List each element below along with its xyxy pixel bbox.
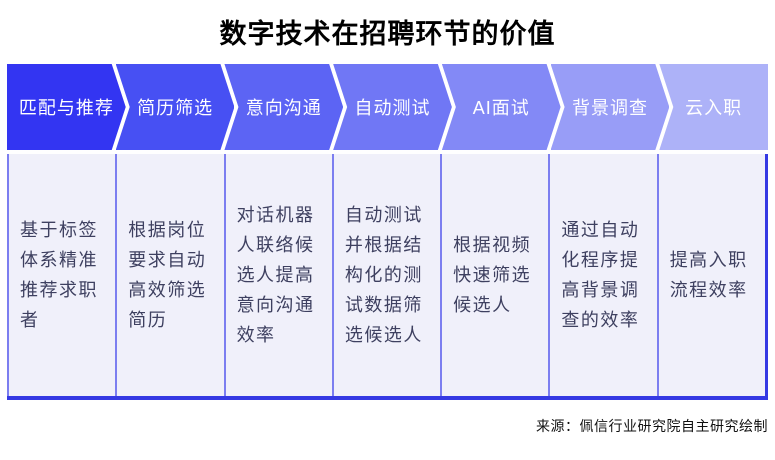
- stage-header: 意向沟通: [224, 64, 333, 150]
- page-title: 数字技术在招聘环节的价值: [219, 19, 556, 49]
- stage-description-text: 根据视频 快速筛选 候选人: [453, 235, 532, 315]
- stage-description-text: 通过自动 化程序提 高背景调 查的效率: [561, 220, 640, 330]
- stage-description-cell: 基于标签 体系精准 推荐求职 者: [7, 154, 118, 396]
- chevron-arrow-shape: 自动测试: [333, 64, 452, 150]
- stage-description-text: 基于标签 体系精准 推荐求职 者: [20, 220, 98, 330]
- stage-description-row: 基于标签 体系精准 推荐求职 者 根据岗位 要求自动 高效筛选 简历 对话机器 …: [7, 154, 768, 400]
- stage-description-text: 提高入职 流程效率: [669, 250, 748, 300]
- stage-header-label: 云入职: [685, 98, 743, 118]
- stage-description-cell: 提高入职 流程效率: [658, 154, 768, 396]
- stage-description-text: 对话机器 人联络候 选人提高 意向沟通 效率: [236, 205, 315, 345]
- stage-header: 简历筛选: [116, 64, 225, 150]
- chevron-arrow-shape: 背景调查: [551, 64, 670, 150]
- stage-header: 背景调查: [551, 64, 660, 150]
- stage-header: 云入职: [659, 64, 769, 150]
- stage-header-label: 自动测试: [354, 98, 431, 118]
- stage-description-cell: 自动测试 并根据结 构化的测 试数据筛 选候选人: [333, 154, 443, 396]
- chevron-arrow-shape: 意向沟通: [224, 64, 343, 150]
- stage-header-label: 意向沟通: [245, 98, 322, 118]
- stage-header: AI面试: [442, 64, 551, 150]
- chevron-arrow-shape: 简历筛选: [116, 64, 235, 150]
- stage-description-text: 根据岗位 要求自动 高效筛选 简历: [128, 220, 207, 330]
- chevron-arrow-shape: AI面试: [442, 64, 561, 150]
- page: 数字技术在招聘环节的价值 匹配与推荐 简历筛选 意向沟通 自动测试 AI面试 背…: [0, 12, 775, 436]
- chevron-arrow-shape: 匹配与推荐: [7, 64, 126, 150]
- stage-header: 匹配与推荐: [7, 64, 116, 150]
- stage-header-label: 匹配与推荐: [18, 98, 114, 118]
- stage-header-label: AI面试: [472, 98, 530, 118]
- stage-header-label: 背景调查: [571, 98, 648, 118]
- stage-description-cell: 根据岗位 要求自动 高效筛选 简历: [117, 154, 226, 396]
- stage-description-cell: 根据视频 快速筛选 候选人: [442, 154, 551, 396]
- stage-description-text: 自动测试 并根据结 构化的测 试数据筛 选候选人: [344, 205, 423, 345]
- source-note: 来源：佩信行业研究院自主研究绘制: [536, 418, 768, 434]
- stage-header-row: 匹配与推荐 简历筛选 意向沟通 自动测试 AI面试 背景调查 云入职: [7, 64, 769, 150]
- stage-description-cell: 通过自动 化程序提 高背景调 查的效率: [550, 154, 659, 396]
- stage-header: 自动测试: [333, 64, 442, 150]
- chevron-arrow-shape: 云入职: [659, 64, 769, 150]
- stage-header-label: 简历筛选: [137, 98, 214, 118]
- stage-description-cell: 对话机器 人联络候 选人提高 意向沟通 效率: [225, 154, 334, 396]
